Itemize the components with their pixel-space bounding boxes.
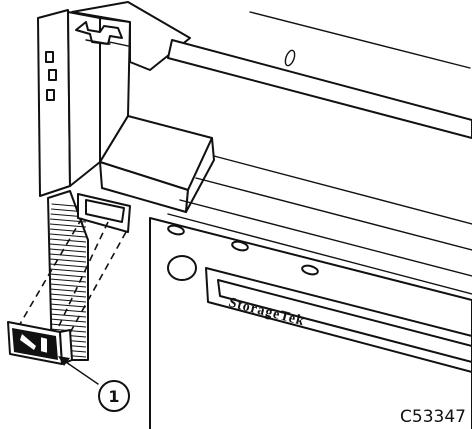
figure-id: C53347 <box>400 407 466 427</box>
screw-hole-icon <box>284 49 297 67</box>
drive-face: StorageTek <box>150 218 472 429</box>
indicator-light-icon <box>46 52 53 62</box>
indicator-light-icon <box>47 90 54 100</box>
callout-1: 1 <box>58 356 129 411</box>
front-bezel <box>38 10 70 196</box>
callout-number: 1 <box>108 387 119 406</box>
eject-button-icon <box>168 256 196 280</box>
indicator-light-icon <box>49 70 56 80</box>
top-rail <box>168 12 472 138</box>
clip-slot <box>78 194 130 232</box>
